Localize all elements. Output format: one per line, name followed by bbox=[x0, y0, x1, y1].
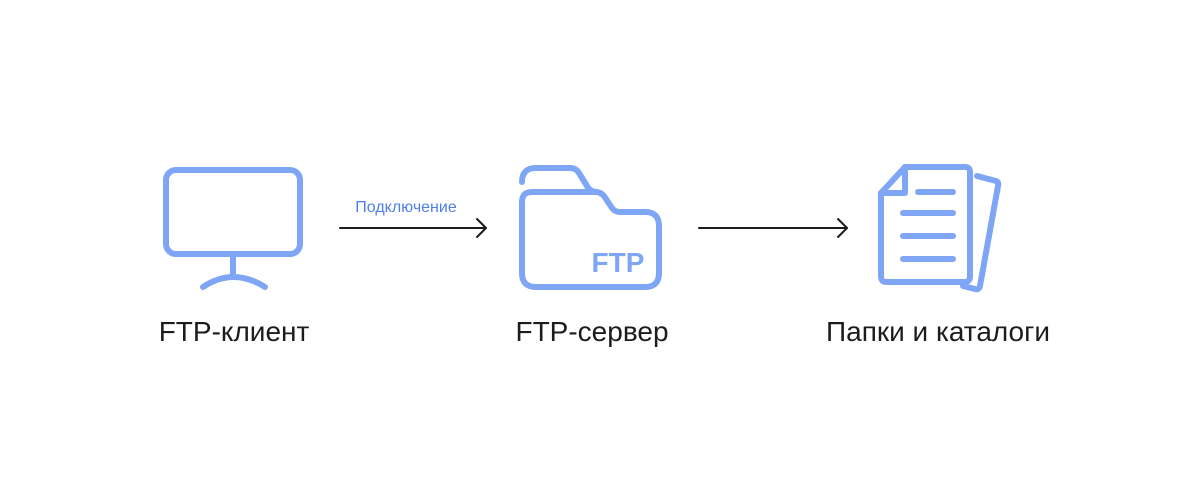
edge-arrowhead bbox=[476, 218, 487, 238]
front-page bbox=[878, 164, 973, 285]
page-fold bbox=[878, 164, 908, 196]
monitor-screen bbox=[163, 167, 303, 257]
node-label-server: FTP-сервер bbox=[515, 316, 669, 347]
node-label-storage: Папки и каталоги bbox=[826, 316, 1050, 347]
folder-tab bbox=[519, 165, 600, 195]
edge-server-to-storage bbox=[698, 218, 848, 238]
folder-badge: FTP bbox=[592, 247, 645, 278]
monitor-icon bbox=[163, 167, 303, 290]
documents-icon bbox=[878, 164, 1002, 293]
monitor-base bbox=[200, 274, 268, 290]
back-page bbox=[960, 173, 1002, 293]
edge-label-connection: Подключение bbox=[355, 199, 457, 216]
edge-client-to-server bbox=[339, 218, 487, 238]
node-label-client: FTP-клиент bbox=[158, 316, 310, 347]
edge-arrowhead bbox=[837, 218, 848, 238]
folder-body bbox=[519, 189, 662, 290]
folder-icon bbox=[519, 165, 662, 290]
